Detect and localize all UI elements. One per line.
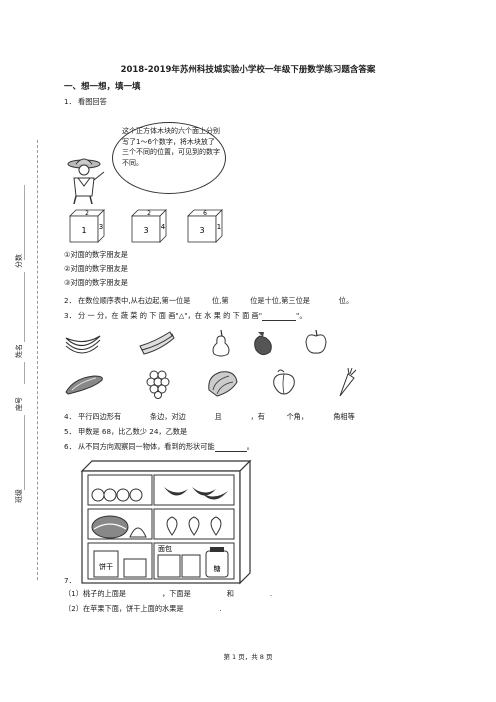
q1-sub-2: ②对面的数字朋友是 — [64, 264, 128, 273]
eggplant-icon — [254, 332, 272, 356]
shelf-illustration: 饼干 面包 糖 — [80, 459, 252, 585]
cube-1-front: 1 — [81, 226, 86, 235]
sugar-label: 糖 — [214, 564, 221, 573]
q7-sub-1: （1）桃子的上面是 ，下面是 和 . — [64, 589, 273, 598]
cabbage-icon — [208, 371, 238, 397]
cube-2-front: 3 — [143, 226, 148, 235]
question-3-tail: "。 — [296, 311, 307, 320]
bread-label: 面包 — [158, 544, 172, 553]
bread-bags: 面包 — [157, 544, 201, 578]
cube-3: 6 3 1 — [187, 209, 223, 243]
sugar-jar: 糖 — [205, 547, 229, 578]
banana-icon — [65, 335, 101, 354]
peaches-on-shelf — [166, 516, 222, 536]
page-footer: 第 1 页，共 8 页 — [223, 653, 273, 661]
binding-line — [37, 140, 38, 580]
cube-2: 2 3 4 — [131, 209, 167, 243]
cube-1-right: 3 — [99, 223, 103, 231]
speech-bubble-text: 这个正方体木块的六个面上分别写了1～6个数字，将木块放了三个不同的位置，可见到的… — [122, 127, 220, 167]
binding-fill-line — [24, 272, 25, 342]
q1-sub-3: ③对面的数字朋友是 — [64, 278, 128, 287]
bananas-on-shelf — [164, 487, 228, 500]
section-heading: 一、想一想，填一填 — [64, 82, 141, 92]
question-4: 4． 平行四边形有 条边，对边 且 ，有 个角， 角相等 — [64, 412, 355, 421]
question-6-tail: 。 — [246, 442, 254, 451]
pear-icon — [212, 329, 230, 357]
speech-bubble — [112, 122, 226, 194]
binding-fill-line — [24, 362, 25, 384]
cube-1: 2 1 3 — [69, 209, 105, 243]
watermelons-on-shelf — [91, 515, 147, 539]
question-7-label: 7． — [64, 576, 76, 585]
question-6-text: 6． 从不同方向观察同一物体，看到的形状可能 — [64, 442, 215, 451]
binding-fill-line — [24, 185, 25, 260]
q1-sub-1: ①对面的数字朋友是 — [64, 250, 128, 259]
page-title: 2018-2019年苏州科技城实验小学校一年级下册数学练习题含答案 — [120, 65, 376, 75]
cube-3-right: 1 — [217, 223, 221, 231]
apple-icon — [305, 329, 327, 354]
answer-blank[interactable] — [262, 312, 297, 321]
question-1-label: 1． 看图回答 — [64, 97, 107, 106]
cube-1-top: 2 — [85, 210, 89, 217]
farmer-illustration — [67, 158, 105, 204]
biscuit-box: 饼干 — [93, 550, 119, 578]
cucumber-icon — [139, 331, 175, 355]
cube-3-front: 3 — [199, 226, 204, 235]
grapes-icon — [146, 370, 170, 399]
cube-3-top: 6 — [203, 210, 207, 217]
name-label: 姓名 — [15, 344, 23, 358]
answer-blank[interactable] — [214, 443, 247, 452]
score-label: 分数 — [15, 254, 23, 268]
question-3-text: 3． 分 一 分，在 蔬 菜 的 下 面 画"△"，在 水 果 的 下 面 画" — [64, 311, 263, 320]
seat-label: 座号 — [15, 397, 23, 411]
class-label: 班级 — [15, 489, 23, 503]
bitter-melon-icon — [65, 375, 103, 395]
carrot-icon — [339, 367, 357, 397]
cube-views: 2 1 3 2 3 4 6 3 1 — [69, 209, 223, 243]
question-3: 3． 分 一 分，在 蔬 菜 的 下 面 画"△"，在 水 果 的 下 面 画"… — [64, 311, 307, 321]
question-2: 2． 在数位顺序表中,从右边起,第一位是 位,第 位是十位,第三位是 位。 — [64, 296, 354, 305]
q7-sub-2: （2）在苹果下面，饼干上面的水果是 . — [64, 604, 222, 613]
biscuit-label: 饼干 — [99, 562, 113, 571]
binding-fill-line — [24, 415, 25, 490]
peach-icon — [273, 369, 295, 395]
question-5: 5． 甲数是 68，比乙数少 24，乙数是 — [64, 427, 188, 436]
question-6: 6． 从不同方向观察同一物体，看到的形状可能 。 — [64, 442, 254, 452]
cube-2-right: 4 — [161, 223, 166, 231]
cube-2-top: 2 — [147, 210, 151, 217]
apples-on-shelf — [91, 488, 143, 502]
